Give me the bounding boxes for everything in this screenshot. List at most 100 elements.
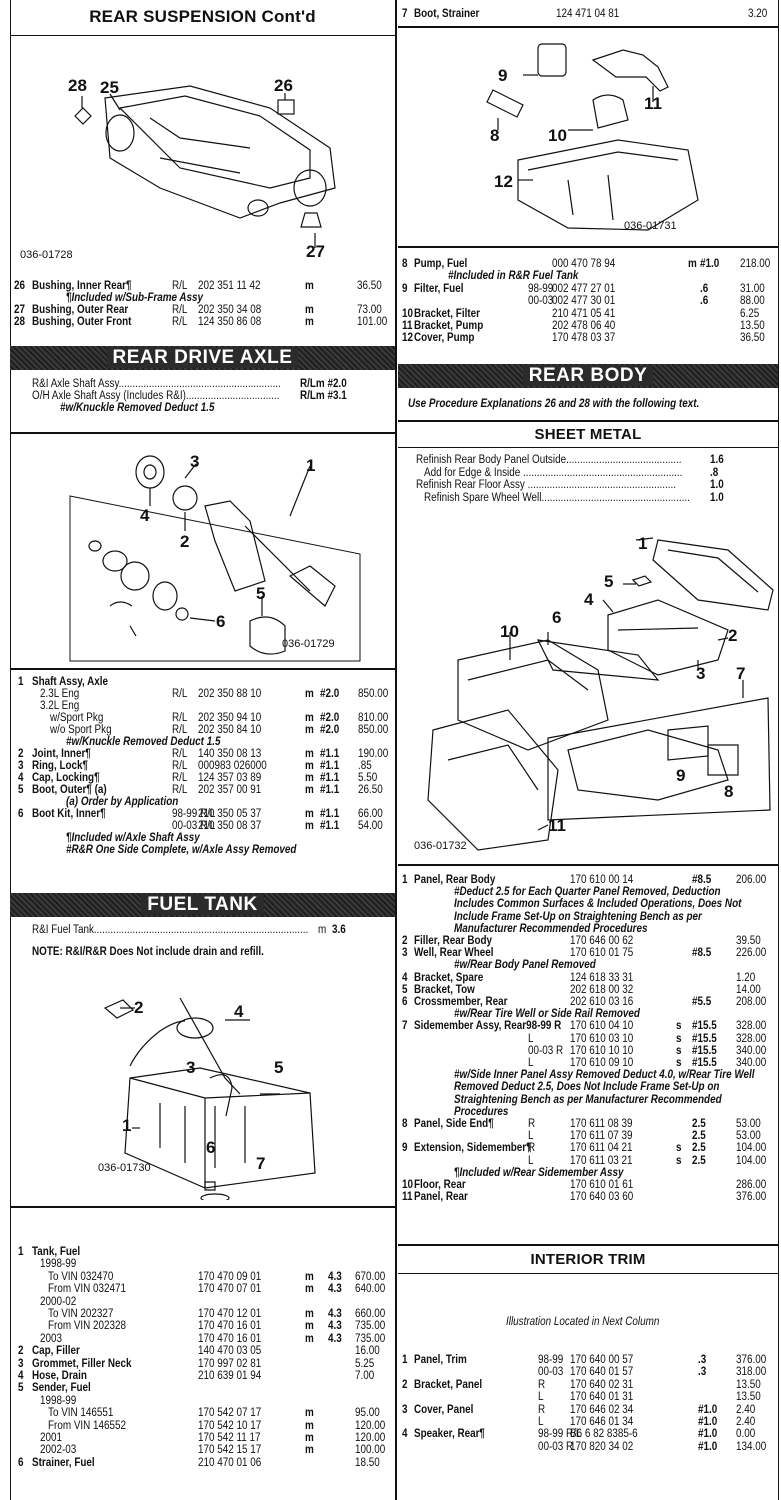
refinish-text: Refinish Rear Floor Assy ...............… [416,479,676,491]
part-labor: #1.1 [320,808,340,820]
part-name: Panel, Rear [414,1191,468,1204]
divider [10,432,395,434]
part-price: 328.00 [736,1032,767,1045]
part-price: 0.00 [736,1428,756,1441]
callout-3: 3 [696,664,706,683]
part-side: 00-03 [538,1366,564,1379]
part-price: 660.00 [355,1308,386,1320]
part-code: 170 610 04 10 [570,1020,634,1033]
part-code: 124 471 04 81 [556,8,620,20]
part-code: 170 610 09 10 [570,1057,634,1069]
part-code: 202 618 00 32 [570,983,634,996]
part-note: Removed Deduct 2.5, Does Not Include Fra… [454,1081,720,1094]
part-price: 14.00 [736,983,761,996]
figure-id: 036-01729 [282,638,335,650]
part-price: 735.00 [355,1320,386,1333]
part-price: 95.00 [355,1407,380,1420]
callout-1: 1 [306,456,316,475]
part-code: 002 477 27 01 [552,282,616,295]
op-code: m [318,924,327,936]
part-labor: #1.1 [320,748,340,760]
part-variant: 2002-03 [40,1444,77,1457]
part-price: 2.40 [736,1416,756,1428]
part-code: 140 350 08 13 [198,748,262,760]
part-labor: #1.0 [698,1428,718,1441]
figure-axle: 3 1 4 2 5 6 036-01729 [10,436,395,664]
part-flag: s [676,1032,682,1045]
part-price: 66.00 [358,808,383,820]
part-number-index: 3 [402,1403,408,1416]
part-name: Ring, Lock¶ [32,760,89,772]
figure-id: 036-01732 [414,840,467,852]
part-flag: m [305,1320,314,1333]
op-labor: 3.6 [332,924,346,936]
part-labor: #1.0 [698,1403,718,1416]
part-code: B6 6 82 8385-6 [570,1428,638,1441]
part-code: 170 470 12 01 [198,1308,262,1320]
part-variant: 2001 [40,1432,63,1444]
part-name: Strainer, Fuel [32,1456,95,1469]
callout-11: 11 [644,94,662,113]
op-note: #w/Knuckle Removed Deduct 1.5 [60,402,215,414]
op-code: R/Lm #3.1 [300,390,347,402]
part-flag: m [305,724,314,736]
part-number-index: 11 [402,1191,413,1204]
part-flag: m [305,748,314,760]
part-code: 170 610 00 14 [570,874,634,886]
part-note: Includes Common Surfaces & Included Oper… [454,898,742,911]
part-note: #Deduct 2.5 for Each Quarter Panel Remov… [454,886,721,899]
part-price: 340.00 [736,1057,767,1069]
part-price: 16.00 [355,1345,380,1358]
part-side: R/L [172,772,188,784]
part-labor: #8.5 [692,947,712,960]
part-number-index: 11 [402,320,413,332]
part-code: 002 477 30 01 [552,295,616,308]
part-price: .85 [358,760,372,772]
part-variant: 2.3L Eng [40,688,80,700]
part-note: Manufacturer Recommended Procedures [454,922,648,935]
part-note: Procedures [454,1105,509,1118]
part-labor: #1.1 [320,760,340,772]
part-side: R/L [172,724,188,736]
part-price: 120.00 [355,1432,386,1444]
callout-7: 7 [736,664,746,683]
part-side: R/L [172,688,188,700]
drive-axle-ops: R&I Axle Shaft Assy.....................… [10,378,395,428]
callout-4: 4 [584,590,594,609]
part-flag: m [305,784,314,796]
figure-rear-body: 1 5 4 10 6 2 3 7 9 8 11 036-01732 [398,520,778,860]
figure-subframe: 28 25 26 27 036-01728 [10,38,395,261]
op-code: R/Lm #2.0 [300,378,347,390]
part-code: 170 640 00 57 [570,1354,634,1366]
part-flag: m [305,712,314,724]
part-code: 124 618 33 31 [570,971,634,984]
part-side: R/L [172,784,188,796]
part-labor: 2.5 [692,1154,706,1167]
part-number-index: 1 [18,676,24,688]
part-number-index: 10 [402,1179,414,1191]
part-number-index: 28 [14,316,26,328]
part-number-index: 4 [18,1370,24,1382]
part-name: Panel, Rear Body [414,874,496,886]
callout-9: 9 [676,766,686,785]
part-flag: s [676,1142,682,1155]
part-price: 73.00 [357,304,382,316]
part-name: Grommet, Filler Neck [32,1357,132,1370]
part-flag: m [305,688,314,700]
part-variant: w/o Sport Pkg [50,724,112,736]
part-price: 18.50 [355,1456,380,1469]
part-code: 124 357 03 89 [198,772,262,784]
part-number-index: 4 [402,1428,408,1441]
part-number-index: 1 [402,1354,408,1366]
part-labor: 4.3 [328,1270,342,1283]
section-title-rear-body: REAR BODY [398,364,778,388]
op-line: O/H Axle Shaft Assy (Includes R&I)......… [32,390,279,402]
part-code: 170 542 07 17 [198,1407,262,1420]
part-side: 98-99 [538,1354,564,1366]
part-flag: m [305,1444,314,1457]
part-name: Filter, Fuel [414,282,464,295]
part-side: 98-99 R/L [538,1428,582,1441]
part-code: 170 542 11 17 [198,1432,261,1444]
refinish-text: Add for Edge & Inside ..................… [424,466,683,479]
